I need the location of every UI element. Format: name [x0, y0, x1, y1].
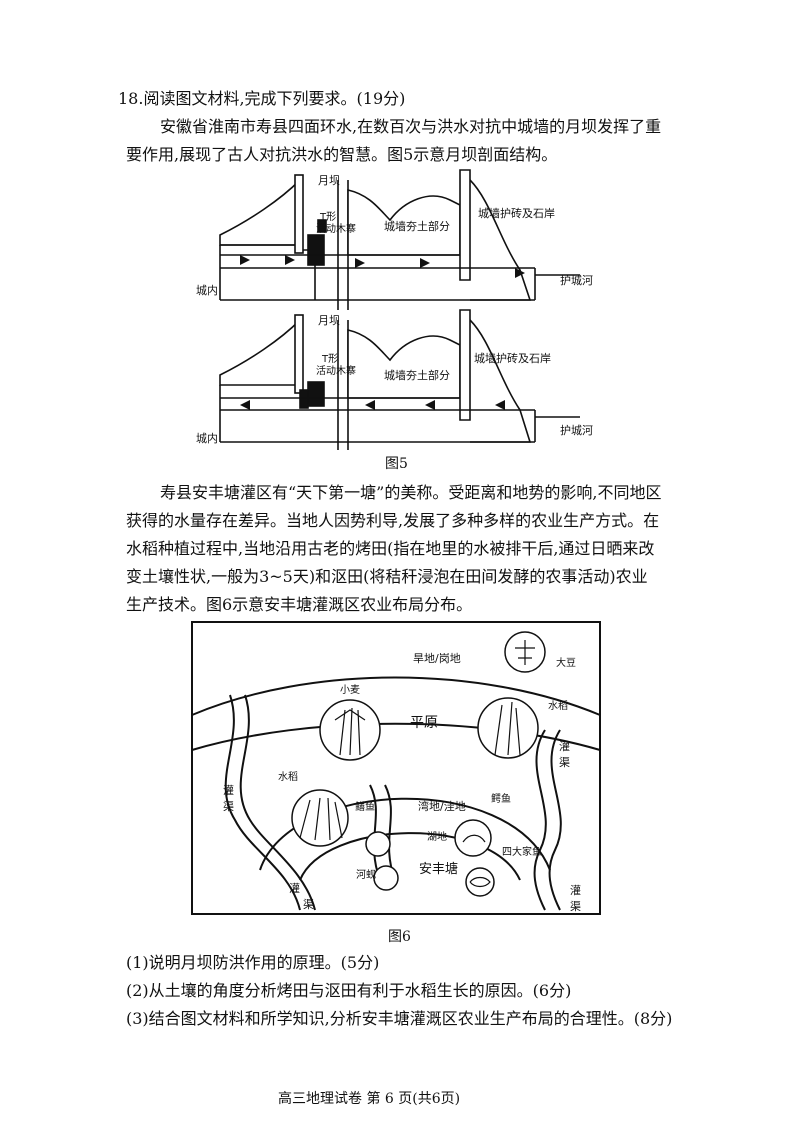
fig5-label-yueba-top: 月坝	[318, 174, 340, 187]
fig6-label-wetland: 湖地	[427, 832, 447, 843]
fig6-label-rice-plain: 水稻	[548, 701, 568, 712]
intro-line-1: 安徽省淮南市寿县四面环水,在数百次与洪水对抗中城墙的月坝发挥了重	[160, 117, 662, 136]
para2-line-3: 水稻种植过程中,当地沿用古老的烤田(指在地里的水被排干后,通过日晒来改	[126, 539, 655, 558]
fig6-label-eel: 鳝鱼	[355, 802, 375, 813]
fig6-label-canal-br-2: 渠	[570, 900, 581, 913]
rice-plain-icon	[477, 697, 539, 759]
fig6-label-canal-tr-2: 渠	[559, 756, 570, 769]
fig5-bottom-panel	[219, 309, 580, 450]
fig5-label-inside-top: 城内	[196, 284, 218, 297]
fig6-label-canal-l-1: 灌	[223, 784, 234, 797]
wheat-icon	[319, 699, 381, 761]
turtle-small-icon	[365, 831, 391, 857]
para2-line-1: 寿县安丰塘灌区有“天下第一塘”的美称。受距离和地势的影响,不同地区	[160, 483, 662, 502]
fig5-label-moat-top: 护城河	[560, 274, 593, 287]
intro-line-2: 要作用,展现了古人对抗洪水的智慧。图5示意月坝剖面结构。	[126, 145, 558, 164]
fig5-label-inside-bottom: 城内	[196, 432, 218, 445]
figure5-caption: 图5	[385, 456, 408, 472]
fig5-label-brick-top: 城墙护砖及石岸	[478, 207, 555, 220]
dryland-boundary	[191, 676, 601, 716]
sub-question-1: (1)说明月坝防洪作用的原理。(5分)	[126, 953, 380, 972]
fig5-label-earth-top: 城墙夯土部分	[384, 220, 450, 233]
fig5-top-panel	[219, 169, 580, 310]
fig6-label-wheat: 小麦	[340, 685, 360, 696]
fig6-label-fish: 四大家鱼	[502, 847, 542, 858]
rice-low-icon	[291, 789, 349, 847]
fig6-label-turtle: 鳄鱼	[491, 794, 511, 805]
fig6-label-canal-bl-2: 渠	[303, 898, 314, 911]
figure6-caption: 图6	[388, 929, 411, 945]
page-footer: 高三地理试卷 第 6 页(共6页)	[278, 1091, 461, 1107]
fig6-label-rice-low: 水稻	[278, 772, 298, 783]
fig6-label-canal-tr-1: 灌	[559, 740, 570, 753]
fig6-label-plain: 平原	[410, 715, 438, 731]
para2-line-2: 获得的水量存在差异。当地人因势利导,发展了多种多样的农业生产方式。在	[126, 511, 660, 530]
fig5-label-yueba-bottom: 月坝	[318, 314, 340, 327]
canal-left	[224, 694, 301, 911]
fig5-label-tgate-2-bottom: 活动木寨	[316, 366, 356, 377]
flow-arrows	[240, 255, 525, 410]
fig5-label-moat-bottom: 护城河	[560, 424, 593, 437]
fig6-label-canal-l-2: 渠	[223, 800, 234, 813]
figure6-diagram	[191, 621, 601, 915]
fig5-label-brick-bottom: 城墙护砖及石岸	[474, 352, 551, 365]
fig5-label-tgate-2-top: 活动木寨	[316, 224, 356, 235]
fig5-label-earth-bottom: 城墙夯土部分	[384, 369, 450, 382]
clam-icon	[373, 865, 399, 891]
fig6-label-clam: 河蚬	[356, 870, 376, 881]
canal-right	[533, 729, 547, 911]
para2-line-5: 生产技术。图6示意安丰塘灌溉区农业布局分布。	[126, 595, 473, 614]
fig6-label-canal-bl-1: 灌	[289, 882, 300, 895]
fig6-label-dryland: 旱地/岗地	[413, 652, 461, 665]
fig6-label-tank: 安丰塘	[419, 862, 459, 877]
sub-question-2: (2)从土壤的角度分析烤田与沤田有利于水稻生长的原因。(6分)	[126, 981, 572, 1000]
fig5-label-tgate-1-top: T形	[320, 212, 337, 223]
fig5-label-tgate-1-bottom: T形	[322, 354, 339, 365]
sub-question-3: (3)结合图文材料和所学知识,分析安丰塘灌溉区农业生产布局的合理性。(8分)	[126, 1009, 673, 1028]
lowland-boundary	[259, 797, 551, 871]
figure5-diagram	[219, 169, 580, 450]
para2-line-4: 变土壤性状,一般为3~5天)和沤田(将秸秆浸泡在田间发酵的农事活动)农业	[126, 567, 648, 586]
fig6-label-lowland: 湾地/洼地	[418, 800, 466, 813]
turtle-icon	[454, 819, 492, 857]
question-heading: 18.阅读图文材料,完成下列要求。(19分)	[118, 89, 406, 108]
fish-icon	[465, 867, 495, 897]
fig6-label-canal-br-1: 灌	[570, 884, 581, 897]
fig6-label-soybean: 大豆	[556, 658, 576, 669]
tank-boundary	[299, 832, 521, 881]
